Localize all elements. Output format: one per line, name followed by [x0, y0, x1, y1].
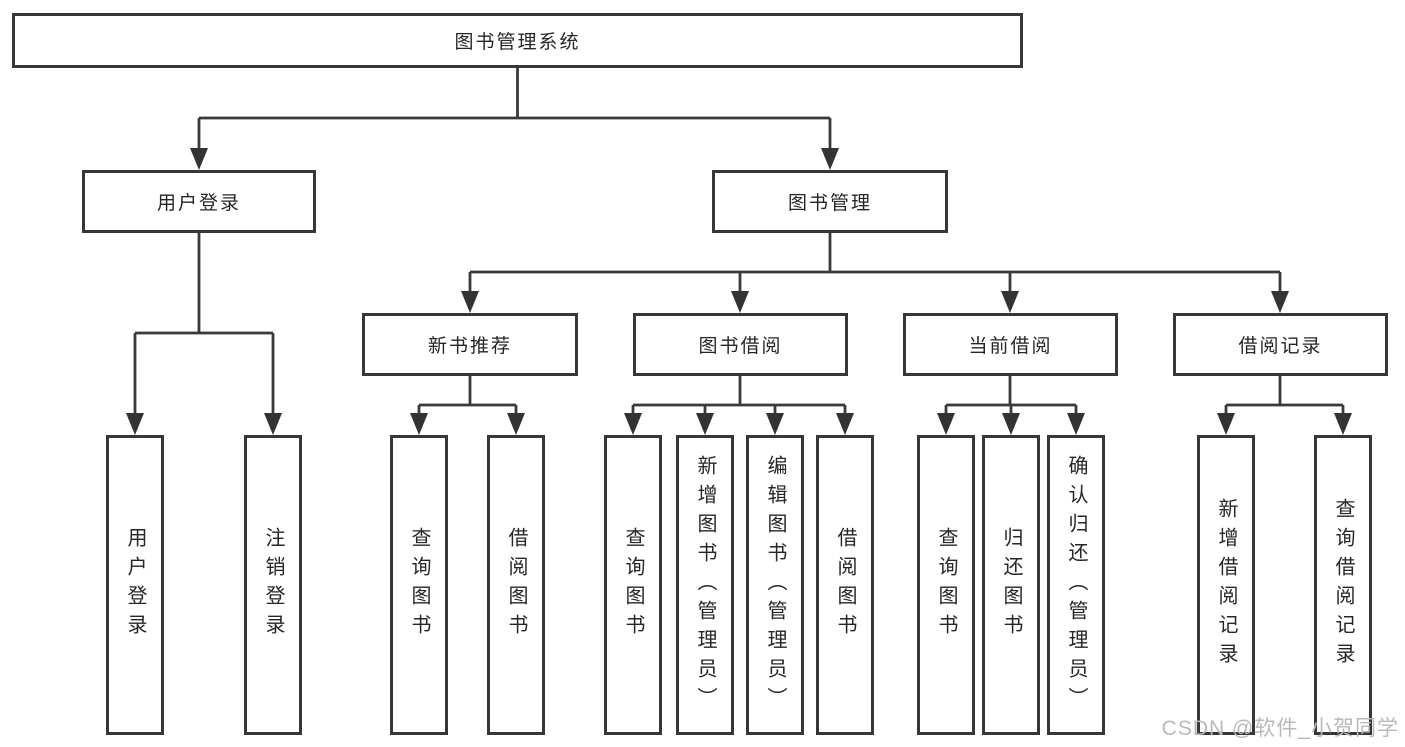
arrowhead-icon — [836, 413, 854, 435]
arrowhead-icon — [410, 413, 428, 435]
leaf-query-borrow-record: 查询借阅记录 — [1314, 435, 1372, 735]
leaf-add-books-admin: 新增图书（管理员） — [676, 435, 734, 735]
node-user-login: 用户登录 — [82, 170, 316, 233]
connector-root-to-level2 — [197, 68, 832, 152]
connector-current-borrowing-children — [944, 376, 1078, 417]
csdn-watermark: CSDN @软件_小贺同学 — [1161, 717, 1399, 740]
node-book-management: 图书管理 — [712, 170, 948, 233]
node-current-borrowing: 当前借阅 — [903, 313, 1118, 376]
connector-new-book-children — [417, 376, 518, 417]
leaf-return-books: 归还图书 — [982, 435, 1040, 735]
arrowhead-icon — [190, 148, 208, 170]
arrowhead-icon — [264, 413, 282, 435]
arrowhead-icon — [1334, 413, 1352, 435]
leaf-query-books-current: 查询图书 — [917, 435, 975, 735]
arrowhead-icon — [696, 413, 714, 435]
connector-book-management-children — [468, 233, 1282, 295]
node-root-system: 图书管理系统 — [12, 13, 1023, 68]
arrowhead-icon — [1067, 413, 1085, 435]
arrowhead-icon — [731, 291, 749, 313]
arrowhead-icon — [1217, 413, 1235, 435]
leaf-confirm-return-admin: 确认归还（管理员） — [1047, 435, 1105, 735]
arrowhead-icon — [821, 148, 839, 170]
leaf-add-borrow-record: 新增借阅记录 — [1197, 435, 1255, 735]
node-book-borrowing: 图书借阅 — [633, 313, 848, 376]
leaf-logout: 注销登录 — [244, 435, 302, 735]
arrowhead-icon — [461, 291, 479, 313]
leaf-borrow-books-recommend: 借阅图书 — [487, 435, 545, 735]
arrowhead-icon — [624, 413, 642, 435]
arrowhead-icon — [1271, 291, 1289, 313]
leaf-query-books-recommend: 查询图书 — [390, 435, 448, 735]
node-borrowing-records: 借阅记录 — [1173, 313, 1388, 376]
leaf-user-login: 用户登录 — [106, 435, 164, 735]
arrowhead-icon — [1002, 413, 1020, 435]
connector-borrowing-records-children — [1224, 376, 1345, 417]
arrowhead-icon — [766, 413, 784, 435]
arrowhead-icon — [126, 413, 144, 435]
connector-book-borrowing-children — [631, 376, 847, 417]
arrowhead-icon — [1001, 291, 1019, 313]
arrowhead-icon — [507, 413, 525, 435]
arrowhead-icon — [937, 413, 955, 435]
leaf-query-books-borrowing: 查询图书 — [604, 435, 662, 735]
connector-user-login-children — [133, 233, 275, 417]
leaf-borrow-books-borrowing: 借阅图书 — [816, 435, 874, 735]
node-new-book-recommendation: 新书推荐 — [362, 313, 578, 376]
leaf-edit-books-admin: 编辑图书（管理员） — [746, 435, 804, 735]
